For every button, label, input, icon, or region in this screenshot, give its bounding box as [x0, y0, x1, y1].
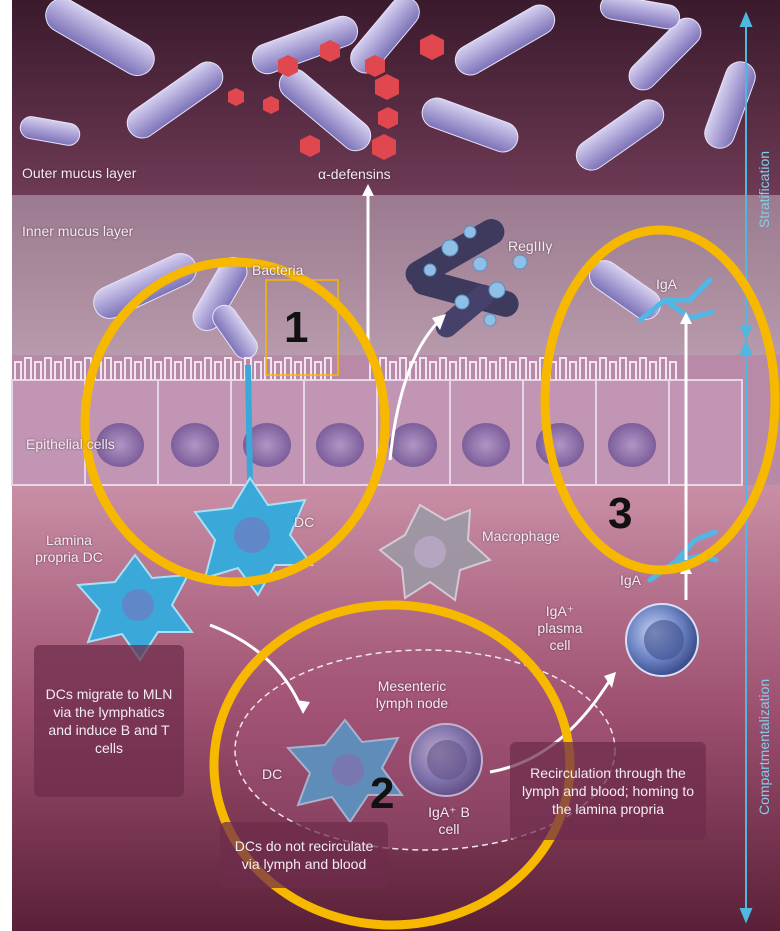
- label-dc: DC: [294, 514, 314, 531]
- marker-2: 2: [370, 772, 394, 816]
- label-alpha-defensins: α-defensins: [318, 166, 391, 183]
- label-mesenteric-lymph-node: Mesenteric lymph node: [360, 678, 464, 712]
- label-macrophage: Macrophage: [482, 528, 560, 545]
- label-compartmentalization: Compartmentalization: [756, 679, 772, 815]
- label-iga-b-cell: IgA⁺ B cell: [420, 804, 478, 838]
- label-regiiig: RegIIIγ: [508, 238, 552, 255]
- label-dc-node: DC: [262, 766, 282, 783]
- label-iga-plasma-cell: IgA⁺ plasma cell: [528, 603, 592, 654]
- label-inner-mucus: Inner mucus layer: [22, 223, 133, 240]
- label-epithelial-cells: Epithelial cells: [26, 436, 115, 453]
- label-iga-mid: IgA: [620, 572, 641, 589]
- box-dc-not-recirculate: DCs do not recirculate via lymph and blo…: [220, 822, 388, 888]
- marker-1: 1: [284, 306, 308, 350]
- label-lamina-propria-dc: Lamina propria DC: [28, 532, 110, 566]
- label-stratification: Stratification: [756, 151, 772, 228]
- label-iga-top: IgA: [656, 276, 677, 293]
- label-outer-mucus: Outer mucus layer: [22, 165, 136, 182]
- box-dc-migrate: DCs migrate to MLN via the lymphatics an…: [34, 645, 184, 797]
- label-bacteria: Bacteria: [252, 262, 303, 279]
- box-recirculation: Recirculation through the lymph and bloo…: [510, 742, 706, 840]
- inner-mucus-layer: [0, 195, 780, 355]
- marker-3: 3: [608, 492, 632, 536]
